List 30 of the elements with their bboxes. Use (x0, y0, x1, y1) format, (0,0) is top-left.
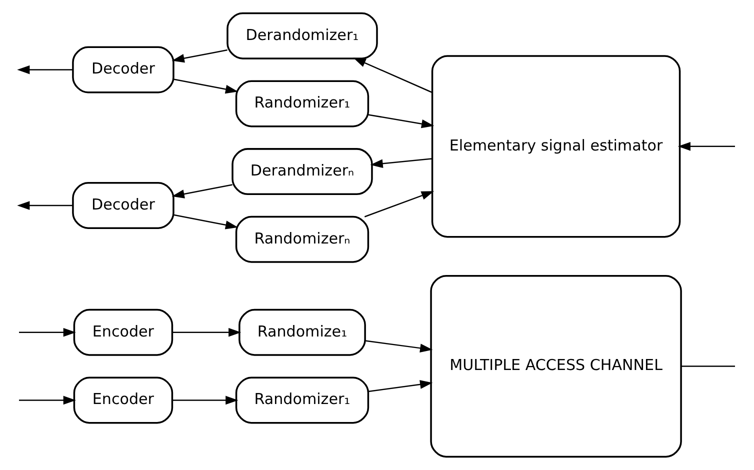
arrow (19, 396, 76, 405)
connector (681, 366, 735, 367)
arrow (17, 65, 73, 74)
node-box: Derandomizer₁ (226, 12, 378, 60)
node-box: MULTIPLE ACCESS CHANNEL (430, 274, 682, 458)
arrow (370, 158, 432, 168)
arrow (365, 340, 433, 352)
arrow (172, 328, 242, 337)
arrow (174, 78, 238, 94)
arrow (19, 328, 76, 337)
node-box: Decoder (72, 182, 174, 229)
arrow (364, 191, 434, 218)
node-box: Encoder (73, 376, 174, 424)
node-box: Randomizerₙ (235, 216, 370, 263)
arrow (172, 396, 238, 405)
node-box: Decoder (72, 46, 174, 94)
arrow (172, 49, 228, 63)
arrow (174, 214, 238, 230)
node-box: Elementary signal estimator (431, 55, 681, 238)
node-box: Randomize₁ (238, 308, 366, 356)
arrow (353, 58, 432, 93)
arrow (368, 114, 434, 128)
arrow (172, 184, 232, 198)
node-box: Derandmizerₙ (232, 148, 373, 196)
node-box: Randomizer₁ (235, 80, 370, 128)
arrow (17, 201, 73, 210)
node-box: Encoder (73, 308, 174, 356)
arrow (368, 380, 433, 392)
arrow (678, 142, 735, 151)
node-box: Randomizer₁ (235, 376, 370, 424)
